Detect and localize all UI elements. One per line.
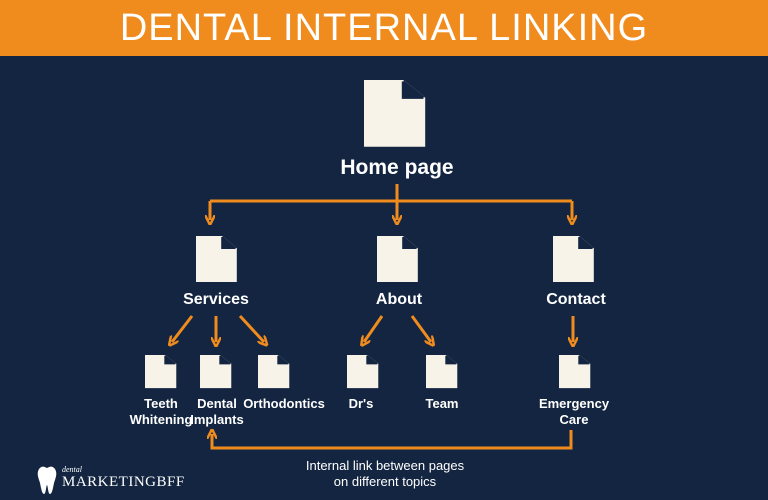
contact-document-icon bbox=[551, 234, 595, 284]
services-label: Services bbox=[183, 291, 249, 308]
dental-implants-label: Dental Implants bbox=[190, 396, 244, 427]
root-connectors bbox=[210, 184, 572, 220]
team-label: Team bbox=[425, 396, 459, 411]
drs-label: Dr's bbox=[348, 396, 374, 411]
dental-implants-document-icon bbox=[199, 354, 233, 390]
services-document-icon bbox=[194, 234, 239, 284]
brand-logo: dental MARKETINGBFF bbox=[36, 465, 196, 495]
team-document-icon bbox=[425, 354, 459, 390]
hierarchy-diagram bbox=[144, 78, 595, 450]
contact-label: Contact bbox=[546, 291, 606, 308]
orthodontics-document-icon bbox=[257, 354, 291, 390]
home-page-label: Home page bbox=[340, 156, 454, 179]
tooth-icon bbox=[37, 466, 57, 494]
teeth-whitening-label: Teeth Whitening bbox=[129, 396, 193, 427]
orthodontics-label: Orthodontics bbox=[243, 396, 325, 411]
emergency-care-document-icon bbox=[558, 354, 592, 390]
internal-link-note: Internal link between pages on different… bbox=[305, 458, 465, 489]
home-page-document-icon bbox=[362, 78, 428, 149]
logo-main-text: MARKETINGBFF bbox=[62, 474, 185, 490]
title-banner: DENTAL INTERNAL LINKING bbox=[0, 0, 768, 56]
about-document-icon bbox=[375, 234, 419, 284]
internal-link-arrow bbox=[212, 430, 573, 450]
logo-small-text: dental bbox=[62, 465, 82, 474]
about-label: About bbox=[375, 291, 423, 308]
drs-document-icon bbox=[346, 354, 380, 390]
teeth-whitening-document-icon bbox=[144, 354, 178, 390]
section-arrows bbox=[172, 314, 573, 342]
page-title: DENTAL INTERNAL LINKING bbox=[119, 7, 649, 49]
emergency-care-label: Emergency Care bbox=[538, 396, 610, 427]
